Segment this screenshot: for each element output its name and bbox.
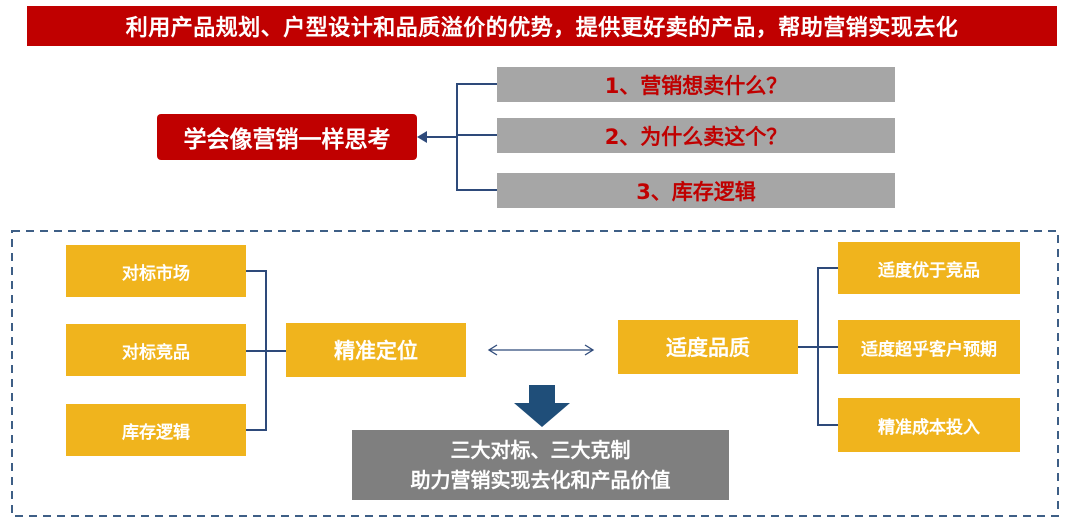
right-item-better-than-competitors: 适度优于竞品 (838, 242, 1020, 294)
left-item-inventory: 库存逻辑 (66, 404, 246, 456)
left-item-competitor: 对标竞品 (66, 324, 246, 376)
conclusion-box: 三大对标、三大克制 助力营销实现去化和产品价值 (352, 430, 729, 500)
down-arrow-icon (514, 385, 570, 427)
precise-positioning-box: 精准定位 (286, 323, 466, 377)
dashed-frame (11, 230, 1059, 517)
left-arrowhead (417, 131, 427, 143)
header-banner: 利用产品规划、户型设计和品质溢价的优势，提供更好卖的产品，帮助营销实现去化 (27, 6, 1057, 46)
question-1-bar: 1、营销想卖什么？ (497, 67, 895, 102)
conclusion-line-1: 三大对标、三大克制 (450, 438, 631, 462)
right-item-cost-input: 精准成本投入 (838, 398, 1020, 452)
left-item-market: 对标市场 (66, 245, 246, 297)
question-2-bar: 2、为什么卖这个？ (497, 118, 895, 153)
question-3-bar: 3、库存逻辑 (497, 173, 895, 208)
right-item-exceed-expectations: 适度超乎客户预期 (838, 320, 1020, 374)
conclusion-line-2: 助力营销实现去化和产品价值 (410, 468, 671, 492)
moderate-quality-box: 适度品质 (618, 320, 798, 374)
think-like-marketing-box: 学会像营销一样思考 (157, 114, 417, 160)
